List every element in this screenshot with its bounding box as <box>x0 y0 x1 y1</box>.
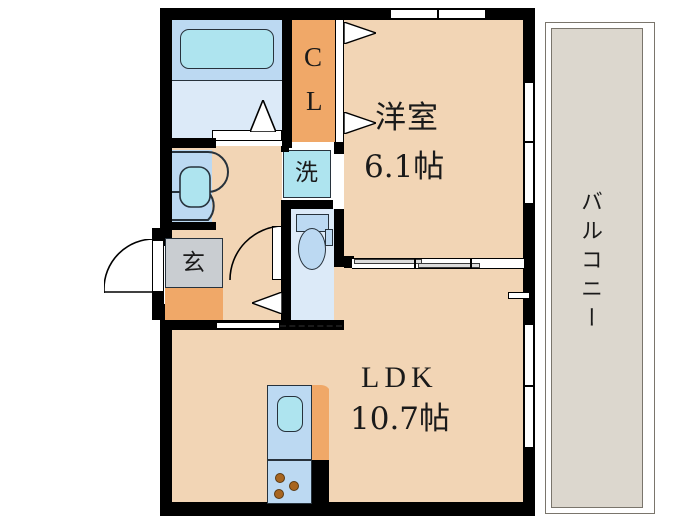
kitchen-counter-edge <box>329 385 334 502</box>
hall-ldk-dashed-threshold <box>280 325 342 327</box>
wall-room1-ldk-left <box>344 256 354 268</box>
wall-washer-left <box>281 146 289 152</box>
shoe-cabinet <box>165 288 223 321</box>
room-yoshitsu-name: 洋室 <box>375 100 439 136</box>
wall-vanity-bottom <box>160 222 216 230</box>
toilet-door-swing-icon <box>229 226 282 281</box>
wall-closet-right-lower <box>334 142 344 154</box>
bathtub <box>180 29 274 69</box>
wall-bath-right <box>282 8 292 143</box>
kitchen-sink-basin <box>277 396 303 432</box>
toilet-bowl <box>298 228 326 270</box>
room-ldk-size: 10.7帖 <box>350 401 451 437</box>
wall-toilet-left <box>281 209 291 321</box>
closet-label-l: L <box>306 86 323 116</box>
stove-burner-3 <box>274 489 284 499</box>
balcony-door-lower-mullion <box>524 385 534 387</box>
wall-bath-bottom-right <box>282 138 292 148</box>
entrance-label: 玄 <box>182 250 205 276</box>
exterior-wall-left-upper <box>160 8 172 246</box>
toilet-flush-lever <box>325 229 333 246</box>
closet-label-c: C <box>304 42 323 72</box>
room1-window-mullion <box>437 9 439 19</box>
balcony-sliding-door-upper <box>524 83 534 203</box>
room-ldk-name: LDK <box>361 361 438 394</box>
wall-entrance-left <box>152 228 164 240</box>
exterior-wall-left-lower <box>160 304 172 516</box>
wall-entrance-left-lower <box>152 292 164 320</box>
washer-label: 洗 <box>295 160 318 186</box>
washbasin-icon <box>172 151 229 221</box>
wall-bath-bottom <box>160 138 216 148</box>
room-yoshitsu-floor <box>344 20 523 268</box>
ldk-wall-tick <box>508 292 530 299</box>
exterior-wall-bottom <box>160 502 535 516</box>
entrance-door-leaf <box>152 240 164 292</box>
stove-burner-2 <box>289 481 299 491</box>
balcony-area <box>551 28 643 508</box>
room1-ldk-partition-mullion-1 <box>414 258 416 269</box>
washing-machine-space <box>283 150 331 198</box>
room1-ldk-partition-sash-right <box>418 263 480 268</box>
hall-ldk-threshold <box>216 322 280 329</box>
balcony-label: バルコニー <box>577 190 602 335</box>
closet-door-arrow-bottom-icon <box>344 112 376 134</box>
closet-door-jamb <box>335 20 344 142</box>
kitchen-wall-stub <box>312 460 329 506</box>
closet-door-arrow-top-icon <box>344 22 376 44</box>
bath-folding-door-icon <box>250 100 276 132</box>
hall-ldk-door-arrow-icon <box>252 292 282 314</box>
stove-burner-1 <box>275 473 285 483</box>
balcony-door-upper-mullion <box>524 141 534 143</box>
room1-ldk-partition-mullion-2 <box>470 258 472 269</box>
bath-door-threshold <box>212 130 282 141</box>
room-yoshitsu-size: 6.1帖 <box>364 149 445 185</box>
room1-ldk-partition-sash-left <box>354 259 422 264</box>
entrance-door-swing-icon <box>104 239 154 293</box>
wall-washer-bottom <box>281 200 333 209</box>
wall-closet-right <box>334 8 344 20</box>
entrance-tile-area <box>165 238 223 288</box>
wall-toilet-right <box>334 209 344 267</box>
